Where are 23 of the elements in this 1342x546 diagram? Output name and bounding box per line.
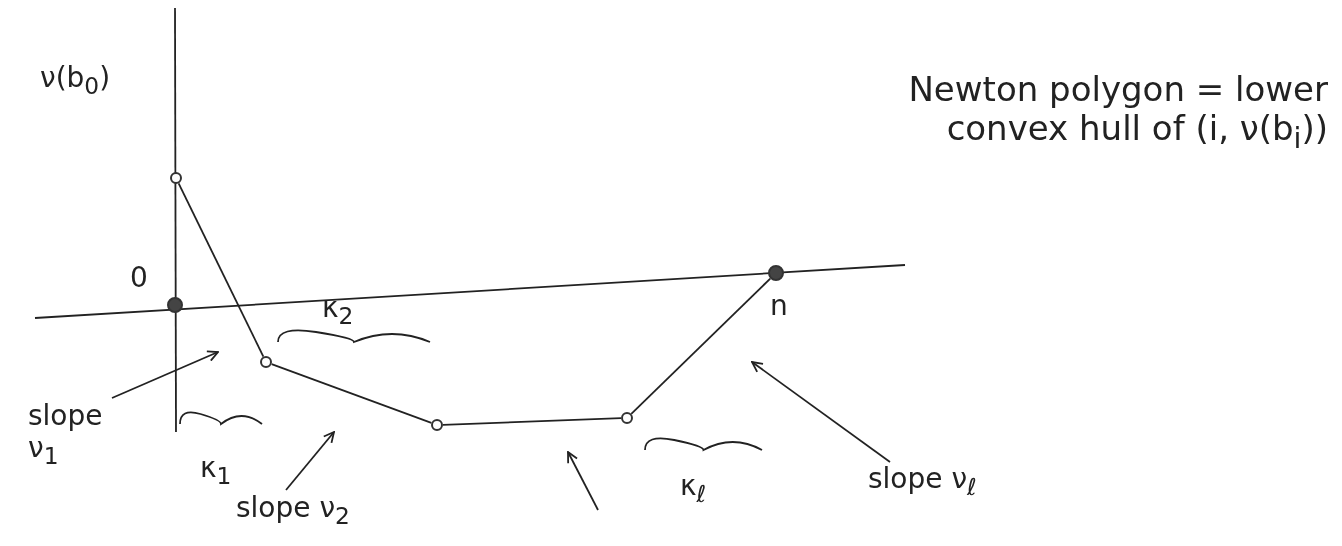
leader-line [751, 361, 891, 463]
point-label: n [770, 290, 788, 323]
note-text: Newton polygon = lower convex hull of (i, ν(b$_{i}$)) [907, 70, 1328, 156]
leader-line [111, 350, 219, 399]
leader-line [285, 431, 335, 491]
vertex-point [431, 419, 443, 431]
vertex-point [167, 297, 183, 313]
point-label: ν(b$_{0}$) [40, 62, 111, 100]
point-label: 0 [130, 262, 148, 295]
vertex-point [260, 356, 272, 368]
polygon-edge [177, 182, 265, 358]
segment-length-label: κ$_{2}$ [322, 292, 354, 330]
slope-label: slope ν$_{ℓ}$ [868, 463, 977, 501]
vertex-point [170, 172, 182, 184]
polygon-edge [442, 417, 622, 426]
slope-label: slope ν$_{2}$ [236, 492, 350, 530]
segment-length-label: κ$_{ℓ}$ [680, 470, 707, 508]
polygon-edge [630, 277, 772, 415]
slope-label: slope ν$_{1}$ [28, 400, 128, 470]
segment-length-label: κ$_{1}$ [200, 452, 232, 490]
polygon-edge [270, 363, 433, 424]
vertex-point [621, 412, 633, 424]
vertex-point [768, 265, 784, 281]
